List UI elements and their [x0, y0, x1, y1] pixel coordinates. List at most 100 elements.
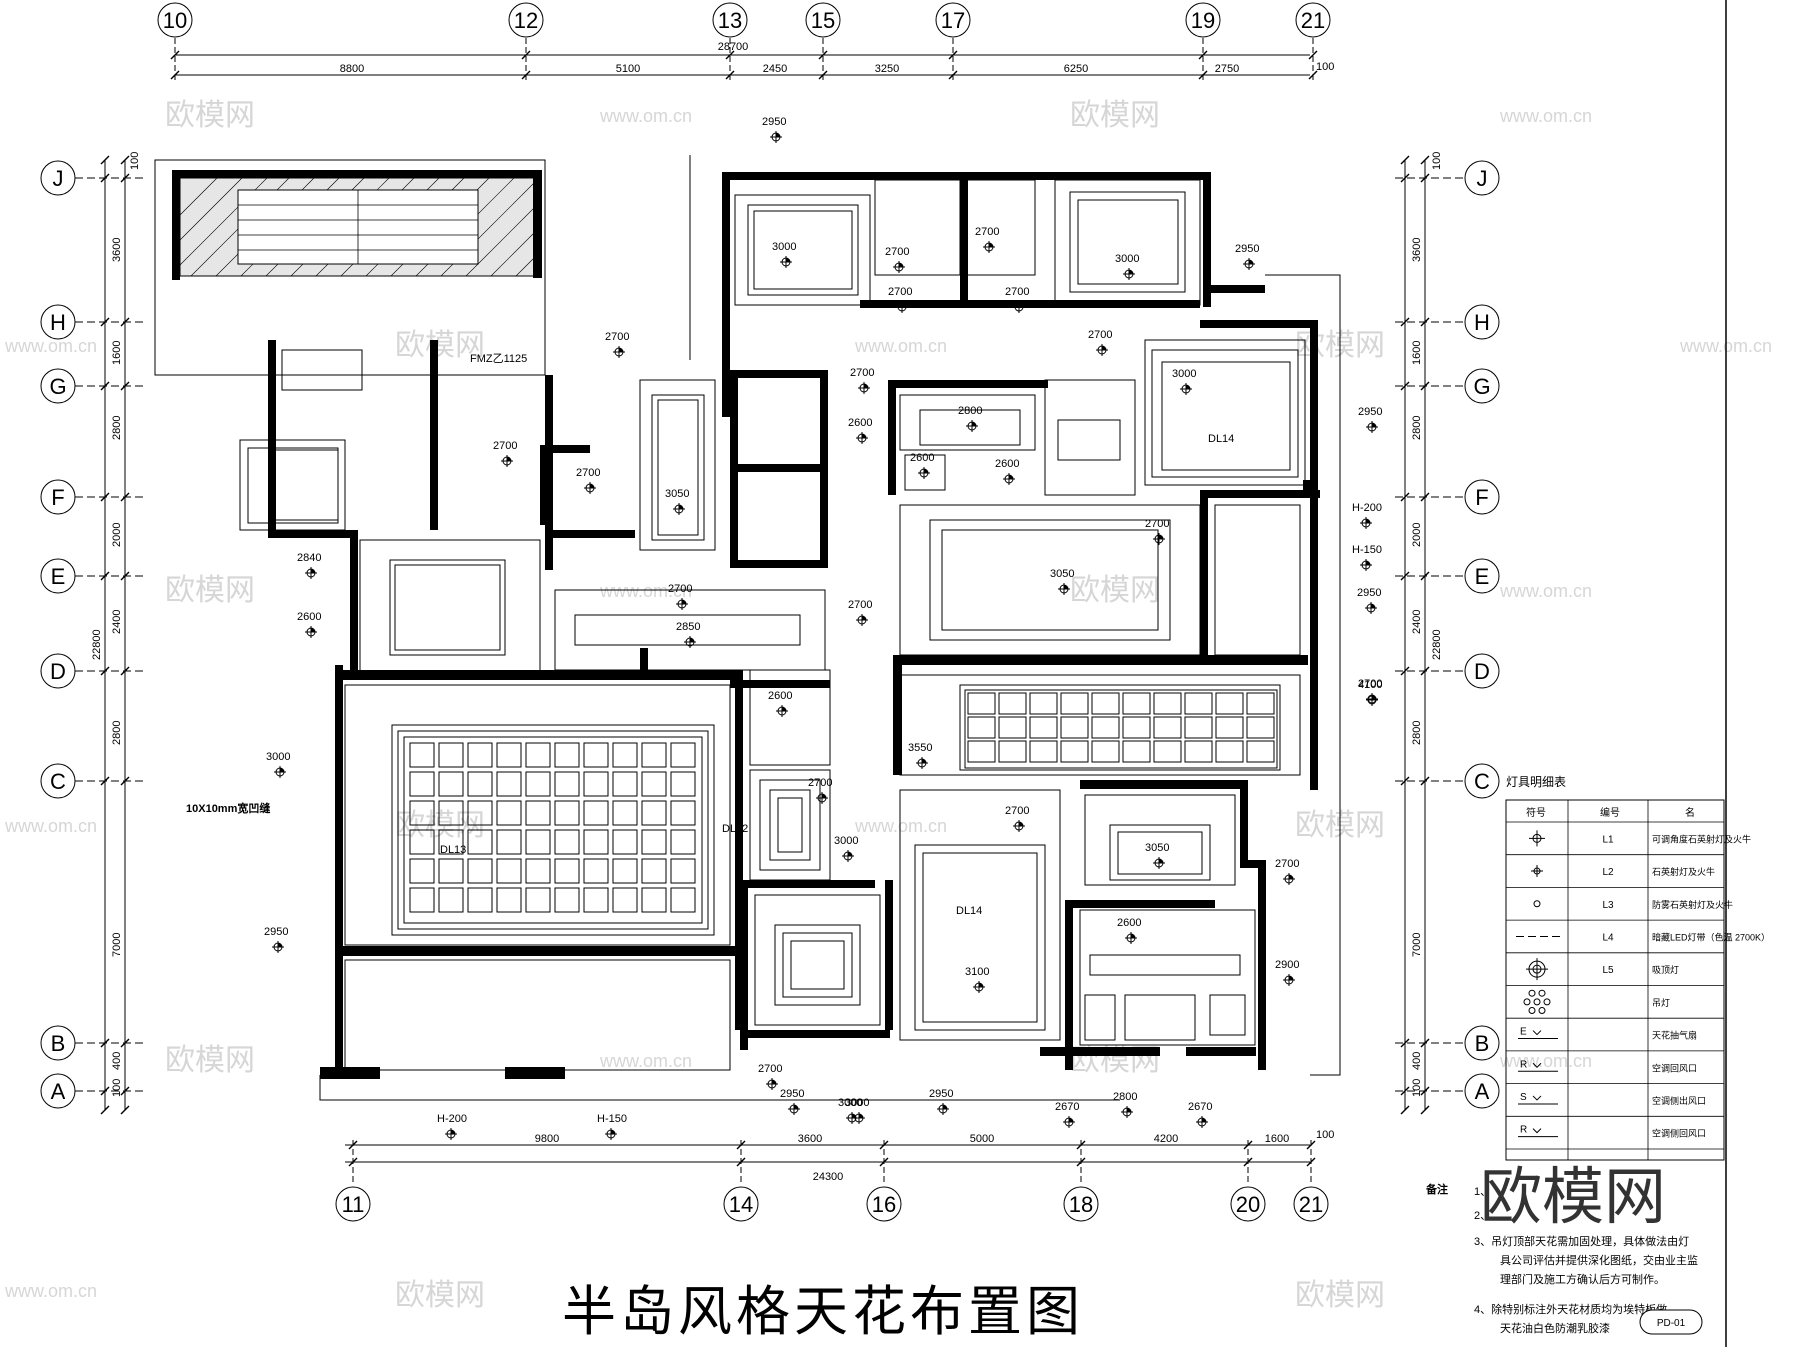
height-marker-fill — [1019, 822, 1023, 826]
height-label: 2950 — [1358, 406, 1382, 418]
axis-label: 13 — [718, 8, 742, 33]
coffer-grid-left-cells — [409, 742, 696, 913]
dim-tick — [1400, 571, 1410, 581]
dim-bottom: 3600 — [798, 1133, 822, 1145]
coffer-cell — [1060, 740, 1089, 763]
axis-top-labels: 10 12 13 15 17 19 21 — [163, 8, 1325, 33]
coffer-cell — [641, 800, 667, 826]
height-marker-fill — [864, 384, 868, 388]
legend-symbol-icon — [1526, 958, 1548, 981]
coffer-cell — [409, 858, 435, 884]
height-label: 2950 — [780, 1088, 804, 1100]
height-label: 3050 — [1050, 568, 1074, 580]
coffer-cell — [467, 742, 493, 768]
coffer-cell — [525, 742, 551, 768]
axis-label: D — [50, 659, 66, 684]
coffer-cell — [496, 858, 522, 884]
height-marker-fill — [902, 303, 906, 307]
height-marker-fill — [972, 422, 976, 426]
height-label: 3100 — [965, 966, 989, 978]
height-marker-fill — [776, 133, 780, 137]
axis-label: B — [1475, 1031, 1490, 1056]
fixture-tag: DL12 — [722, 823, 748, 835]
coffer-cell — [438, 829, 464, 855]
dim-right: 3600 — [1411, 238, 1423, 262]
coffer-cell — [1091, 692, 1120, 715]
legend-header: 符号 — [1526, 806, 1546, 819]
coffer-cell — [467, 771, 493, 797]
dim-bottom: 5000 — [970, 1133, 994, 1145]
dim-top: 6250 — [1064, 63, 1088, 75]
legend-name: 吸顶灯 — [1652, 965, 1679, 975]
axis-label: J — [53, 166, 64, 191]
top-dimension-texts: 28700 8800 5100 2450 3250 6250 2750 100 — [340, 41, 1335, 75]
height-label: 2600 — [910, 452, 934, 464]
height-label: 2800 — [958, 405, 982, 417]
axis-label: E — [51, 564, 66, 589]
height-marker-fill — [619, 348, 623, 352]
notes: 备注 1、 2、 3、吊灯顶部天花需加固处理，具体做法由灯 具公司评估并提供深化… — [1425, 1160, 1703, 1335]
height-label: 3050 — [665, 488, 689, 500]
note-line: 3、吊灯顶部天花需加固处理，具体做法由灯 — [1474, 1234, 1689, 1248]
dim-tick — [521, 50, 531, 60]
legend-symbol-icon — [1523, 998, 1531, 1006]
height-label: 2700 — [975, 226, 999, 238]
watermark-url: www.om.cn — [1499, 581, 1592, 601]
coffer-cell — [409, 742, 435, 768]
coffer-cell — [670, 771, 696, 797]
height-marker-fill — [1127, 1108, 1131, 1112]
watermark-brand: 欧模网 — [395, 1279, 485, 1312]
dim-tick — [170, 50, 180, 60]
height-label: 4100 — [1358, 679, 1382, 691]
axis-label: A — [1475, 1079, 1490, 1104]
watermark-url: www.om.cn — [599, 106, 692, 126]
height-marker-fill — [1289, 875, 1293, 879]
coffer-cell — [1153, 692, 1182, 715]
height-label: 3000 — [1172, 368, 1196, 380]
legend-symbol-icon — [1528, 989, 1536, 997]
coffer-cell — [1153, 740, 1182, 763]
height-label: 2700 — [605, 331, 629, 343]
dim-right: 100 — [1431, 152, 1443, 170]
dim-tick — [1400, 1105, 1410, 1115]
legend-symbol-icon — [1531, 865, 1543, 878]
coffer-cell — [670, 742, 696, 768]
coffer-cell — [467, 858, 493, 884]
legend-symbol-letter: R — [1520, 1125, 1527, 1136]
watermark-url: www.om.cn — [599, 1051, 692, 1071]
dim-left: 2800 — [111, 416, 123, 440]
coffer-cell — [1091, 740, 1120, 763]
dim-left: 100 — [111, 1079, 123, 1097]
axis-bottom-labels: 11 14 16 18 20 21 — [342, 1192, 1324, 1217]
bottom-dimension-texts: 9800 3600 5000 4200 1600 100 24300 — [535, 1129, 1335, 1183]
note-line: 2、 — [1474, 1210, 1491, 1222]
coffer-cell — [438, 800, 464, 826]
dim-bottom: 1600 — [1265, 1133, 1289, 1145]
height-label: 2700 — [848, 599, 872, 611]
watermark-url: www.om.cn — [1499, 1051, 1592, 1071]
watermark-brand: 欧模网 — [165, 574, 255, 607]
axis-label: C — [50, 769, 66, 794]
height-marker-fill — [786, 258, 790, 262]
coffer-cell — [583, 800, 609, 826]
height-marker-fill — [862, 616, 866, 620]
coffer-cell — [612, 887, 638, 913]
coffer-cell — [641, 858, 667, 884]
coffer-cell — [1246, 740, 1275, 763]
coffer-cell — [1215, 716, 1244, 739]
height-label: 2600 — [1117, 917, 1141, 929]
coffer-cell — [1122, 692, 1151, 715]
height-label: 2950 — [264, 926, 288, 938]
axis-label: B — [51, 1031, 66, 1056]
dim-tick — [100, 1105, 110, 1115]
coffer-cell — [1215, 740, 1244, 763]
coffer-cell — [670, 887, 696, 913]
legend-name: 天花抽气扇 — [1652, 1030, 1697, 1041]
dimension-lines — [104, 54, 1426, 1163]
coffer-cell — [1029, 716, 1058, 739]
coffer-cell — [409, 800, 435, 826]
coffer-cell — [554, 887, 580, 913]
dim-tick — [120, 1105, 130, 1115]
height-marker-fill — [1129, 270, 1133, 274]
